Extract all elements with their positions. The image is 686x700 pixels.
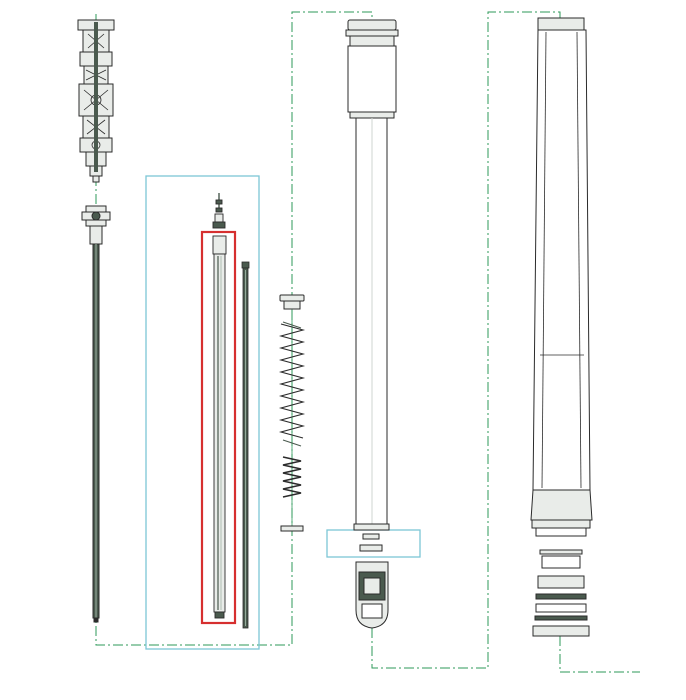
cartridge-assembly (77, 19, 115, 183)
stanchion-tube (345, 19, 399, 531)
main-spring (278, 321, 306, 447)
damper-shaft (81, 205, 111, 623)
centerline-stanchion (371, 11, 561, 669)
highlight-box-rods (145, 175, 260, 650)
centerline-outer-leg (559, 636, 640, 673)
needle-rod (212, 193, 227, 619)
top-spring-cap (279, 294, 305, 310)
outer-leg (530, 17, 593, 537)
short-spring (282, 456, 302, 498)
seal-stack (532, 549, 590, 637)
spring-washer (280, 525, 304, 532)
dropout-foot (355, 561, 389, 629)
selected-box-needle-rod (200, 230, 237, 625)
lower-spacer (359, 533, 383, 552)
thin-rod (241, 261, 250, 629)
